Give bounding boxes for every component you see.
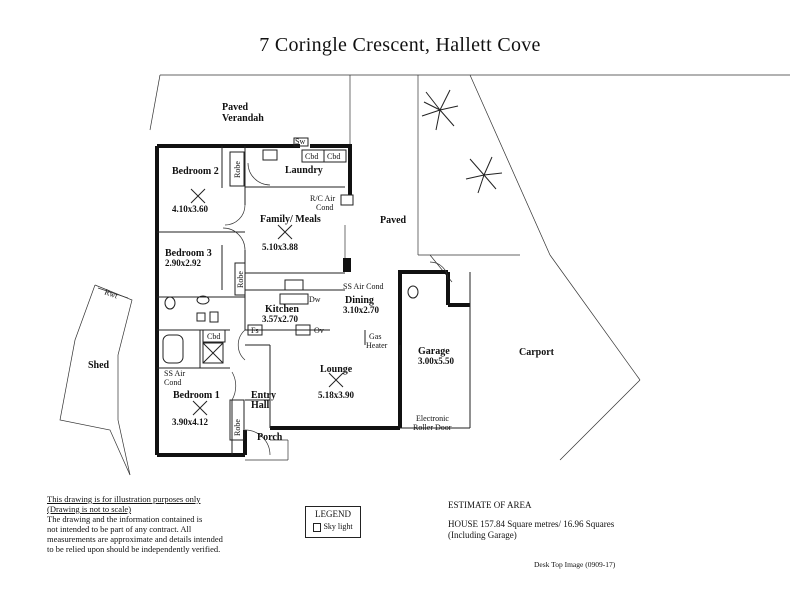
- label-dining: Dining: [345, 295, 374, 306]
- disclaimer-line6: to be relied upon should be independentl…: [47, 544, 221, 554]
- label-verandah-2: Verandah: [222, 113, 264, 124]
- label-ss-air-2: Cond: [164, 378, 181, 387]
- fan-icon: [277, 224, 293, 240]
- ceiling-fan-icons: [190, 188, 344, 416]
- dim-garage: 3.00x5.50: [418, 356, 455, 366]
- yard-boundary: [149, 74, 790, 461]
- label-robe-1: Robe: [233, 161, 242, 178]
- dim-bedroom3: 2.90x2.92: [165, 258, 202, 268]
- dim-lounge: 5.18x3.90: [318, 390, 355, 400]
- label-cbd-3: Cbd: [207, 332, 220, 341]
- label-ss-air-dining: SS Air Cond: [343, 282, 383, 291]
- palm-tree-icons: [421, 89, 503, 194]
- label-bedroom1: Bedroom 1: [173, 390, 220, 401]
- plan-title: 7 Coringle Crescent, Hallett Cove: [259, 34, 541, 56]
- label-garage: Garage: [418, 346, 450, 357]
- label-bedroom3: Bedroom 3: [165, 248, 212, 259]
- label-kitchen: Kitchen: [265, 304, 299, 315]
- area-line2: (Including Garage): [448, 530, 517, 540]
- fixture-labels: Sw Cbd Cbd Cbd R/C Air Cond Robe Robe Ro…: [103, 137, 451, 436]
- dim-kitchen: 3.57x2.70: [262, 314, 299, 324]
- shed: [59, 284, 133, 476]
- label-robe-3: Robe: [233, 419, 242, 436]
- label-robe-2: Robe: [236, 271, 245, 288]
- label-bedroom2: Bedroom 2: [172, 166, 219, 177]
- disclaimer-line3: The drawing and the information containe…: [47, 514, 203, 524]
- dim-family: 5.10x3.88: [262, 242, 299, 252]
- label-lounge: Lounge: [320, 364, 353, 375]
- fan-icon: [192, 400, 208, 416]
- legend-title: LEGEND: [315, 509, 351, 519]
- legend: LEGEND Sky light: [305, 506, 361, 538]
- dim-dining: 3.10x2.70: [343, 305, 380, 315]
- door-swings: [222, 162, 449, 461]
- label-entry-1: Entry: [251, 390, 276, 401]
- label-gas-1: Gas: [369, 332, 381, 341]
- label-dw: Dw: [309, 295, 321, 304]
- label-door-2: Roller Door: [413, 423, 452, 432]
- label-entry-2: Hall: [251, 400, 270, 411]
- palm-icon: [465, 156, 503, 194]
- disclaimer-line2: (Drawing is not to scale): [47, 504, 132, 514]
- label-carport: Carport: [519, 347, 555, 358]
- area-line1: HOUSE 157.84 Square metres/ 16.96 Square…: [448, 519, 615, 529]
- label-ov: Ov: [314, 326, 324, 335]
- label-family: Family/ Meals: [260, 214, 321, 225]
- label-rc-air-2: Cond: [316, 203, 333, 212]
- label-sw: Sw: [295, 137, 305, 146]
- label-cbd-1: Cbd: [305, 152, 318, 161]
- credit: Desk Top Image (0909-17): [534, 560, 616, 569]
- room-labels: Paved Verandah Bedroom 2 4.10x3.60 Bedro…: [88, 102, 555, 443]
- label-porch: Porch: [257, 432, 283, 443]
- disclaimer-line4: not intended to be part of any contract.…: [47, 524, 192, 534]
- dim-bedroom1: 3.90x4.12: [172, 417, 209, 427]
- fan-icon: [190, 188, 206, 204]
- label-door-1: Electronic: [416, 414, 449, 423]
- label-fs: Fs: [251, 326, 259, 335]
- label-shed: Shed: [88, 360, 110, 371]
- label-rc-air-1: R/C Air: [310, 194, 335, 203]
- fan-icon: [328, 372, 344, 388]
- disclaimer-line5: measurements are approximate and details…: [47, 534, 223, 544]
- dim-bedroom2: 4.10x3.60: [172, 204, 209, 214]
- legend-item: Sky light: [323, 522, 353, 531]
- area-estimate: ESTIMATE OF AREA HOUSE 157.84 Square met…: [448, 500, 648, 541]
- fixtures: [162, 137, 419, 441]
- label-paved: Paved: [380, 215, 407, 226]
- label-ss-air-1: SS Air: [164, 369, 185, 378]
- label-cbd-2: Cbd: [327, 152, 340, 161]
- disclaimer: This drawing is for illustration purpose…: [47, 494, 247, 554]
- palm-icon: [421, 89, 459, 131]
- skylight-legend-icon: [313, 522, 322, 532]
- house-walls: [155, 144, 471, 457]
- label-verandah-1: Paved: [222, 102, 249, 113]
- skylight-icon: [209, 311, 219, 323]
- label-gas-2: Heater: [366, 341, 388, 350]
- label-laundry: Laundry: [285, 165, 323, 176]
- label-rwt: Rwt: [103, 287, 119, 300]
- disclaimer-line1: This drawing is for illustration purpose…: [47, 494, 201, 504]
- area-heading: ESTIMATE OF AREA: [448, 500, 532, 510]
